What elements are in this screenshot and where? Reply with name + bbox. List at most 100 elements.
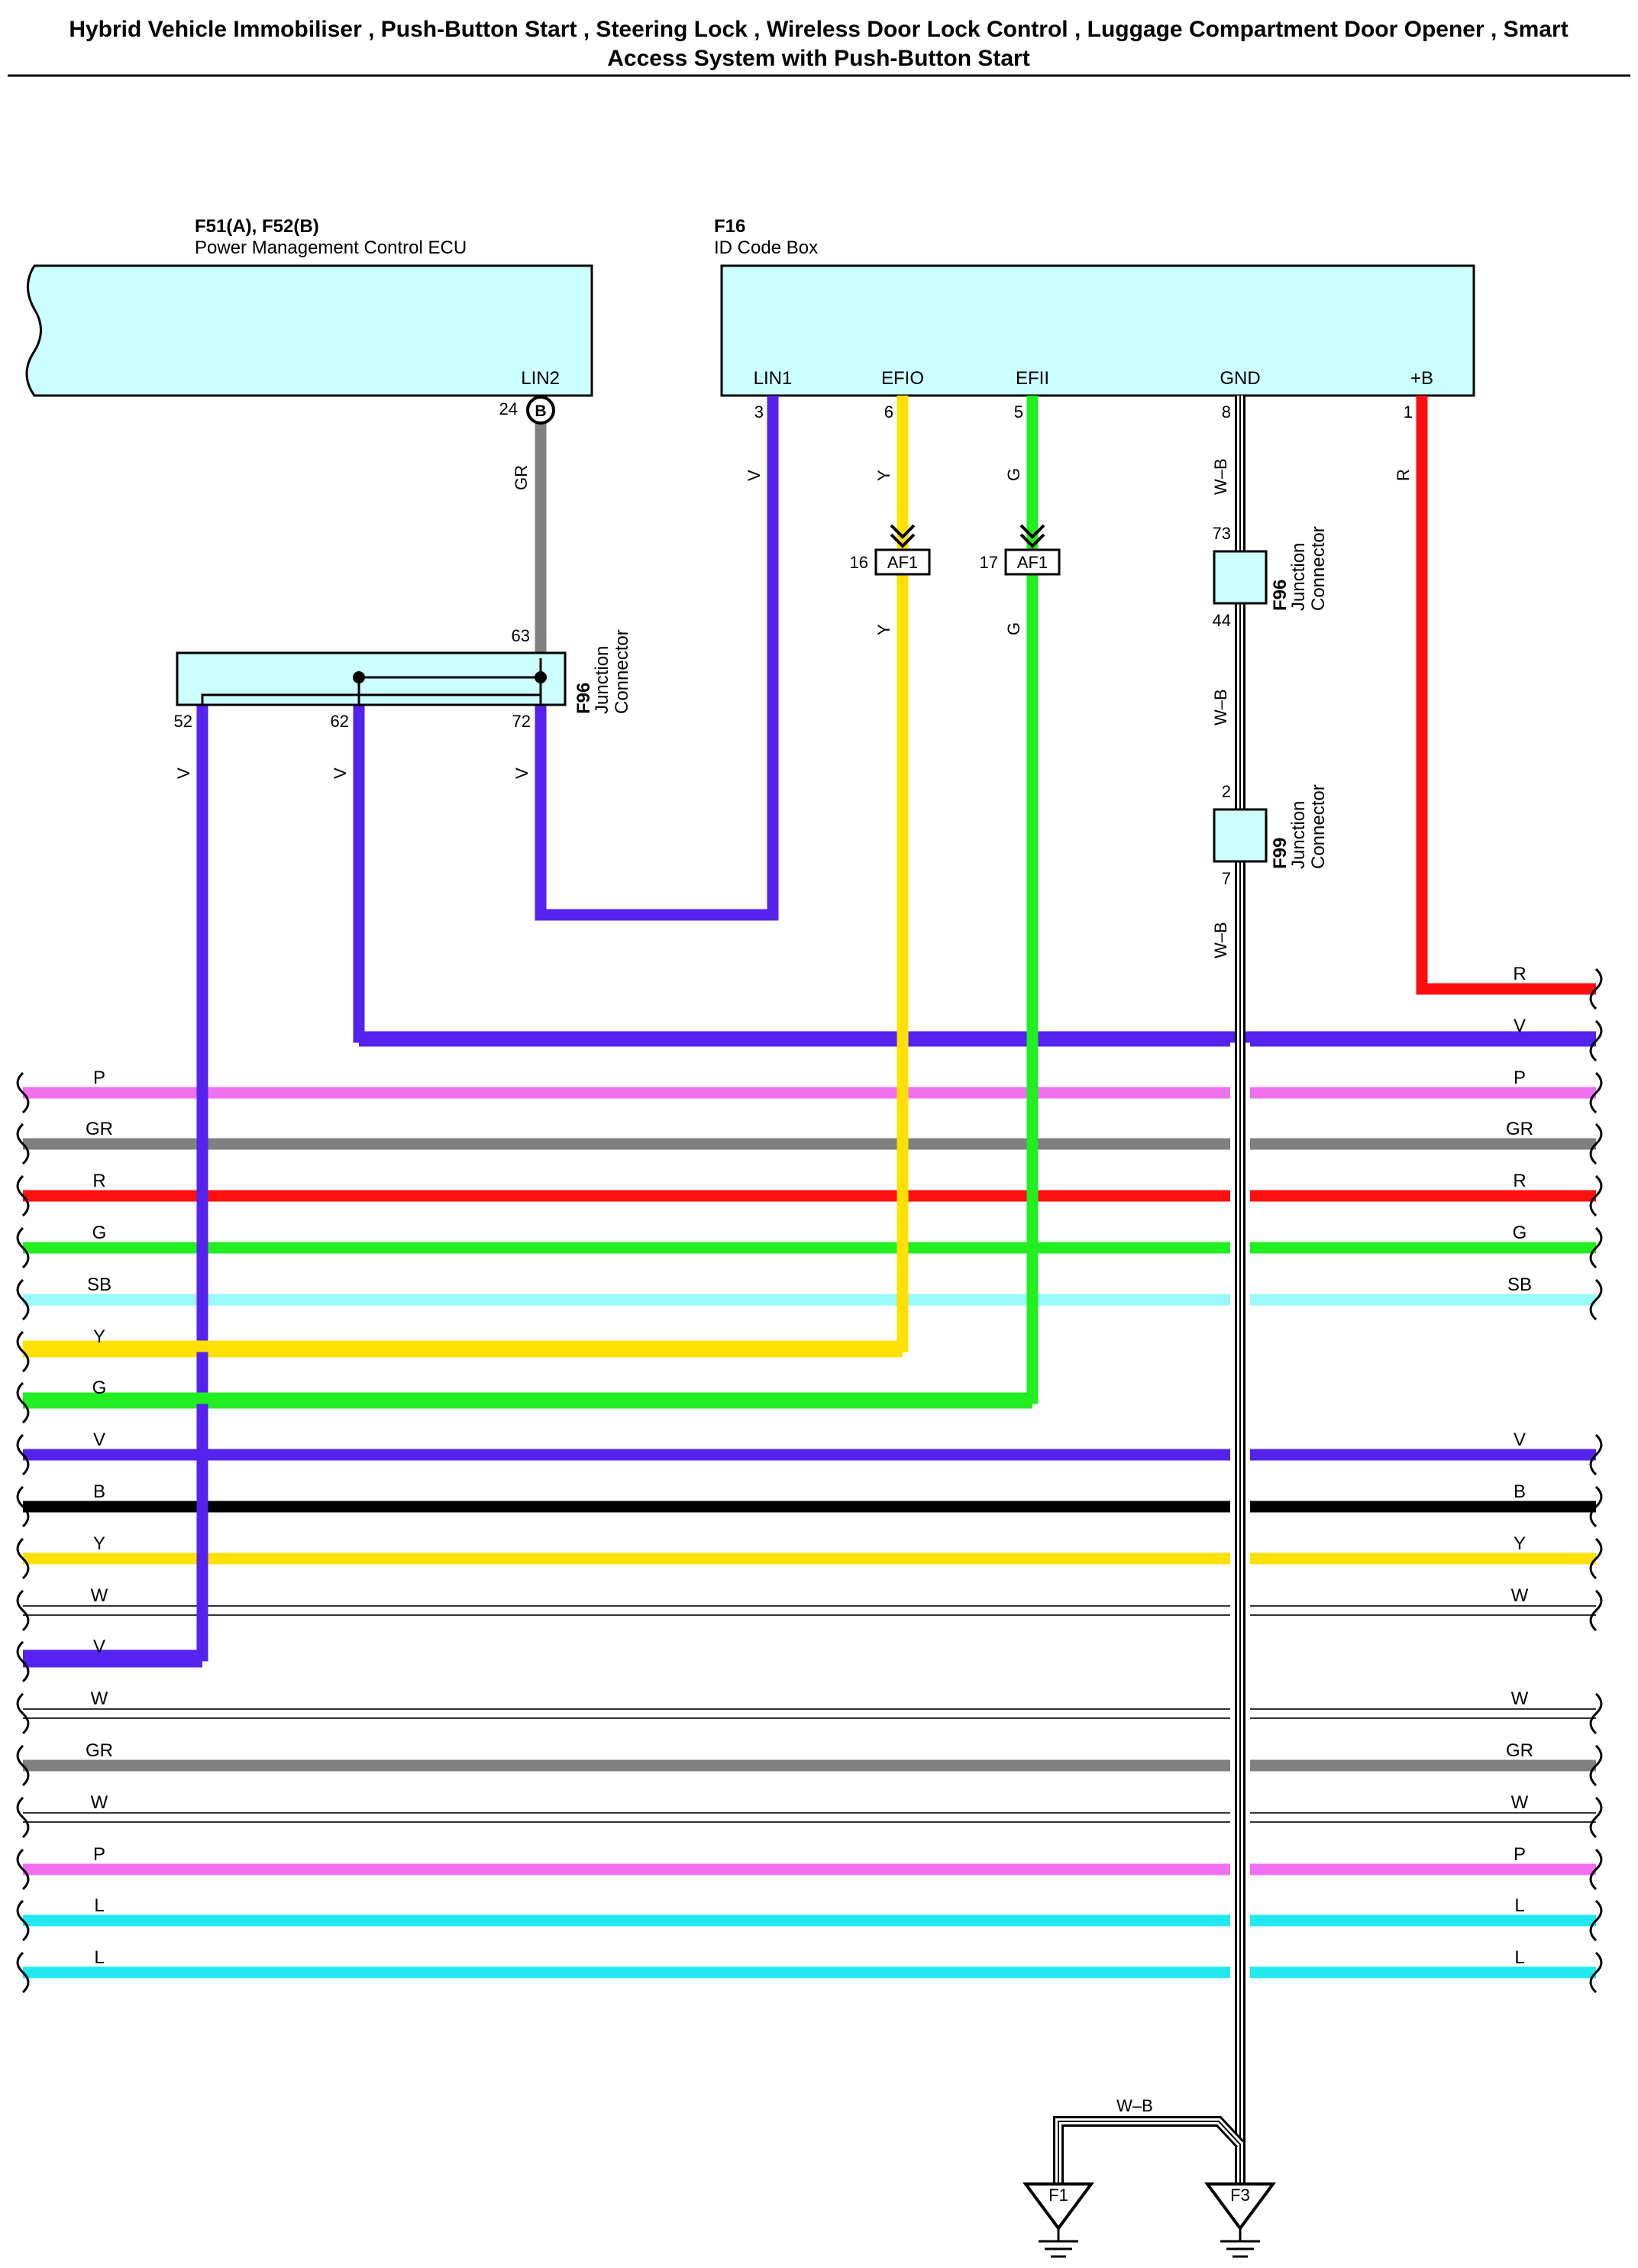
wire-lin1-v <box>535 396 779 921</box>
bus-label-right-15: GR <box>1506 1740 1533 1761</box>
break-mark-left-10 <box>16 1485 30 1528</box>
id-code-box-name: ID Code Box <box>714 237 818 258</box>
ground-f3-code: F3 <box>1230 2186 1250 2205</box>
break-mark-left-6 <box>16 1278 30 1321</box>
bus-label-left-18: L <box>94 1895 104 1916</box>
ground-f1-triangle <box>1023 2182 1094 2231</box>
terminal-plus-b: +B <box>1410 368 1433 389</box>
diagram-title-line-2: Access System with Push-Button Start <box>607 46 1029 71</box>
diagram-title-line-1: Hybrid Vehicle Immobiliser , Push-Button… <box>69 17 1568 42</box>
bus-label-left-13: V <box>93 1636 105 1657</box>
pin-3: 3 <box>754 402 764 422</box>
bus-label-right-14: W <box>1511 1688 1529 1709</box>
terminal-efii: EFII <box>1016 368 1049 389</box>
bus-label-left-16: W <box>91 1792 108 1813</box>
break-mark-left-14 <box>16 1692 30 1735</box>
wire-label-jc-62: V <box>331 767 350 779</box>
break-mark-right-10 <box>1589 1485 1603 1528</box>
break-mark-left-17 <box>16 1848 30 1891</box>
wire-label-jc-72: V <box>512 767 531 779</box>
bus-label-right-19: L <box>1514 1947 1524 1968</box>
junction-connector-f96-main: 63 52 62 72 F96 Junction Connector <box>174 626 632 731</box>
bus-label-left-6: SB <box>87 1275 111 1295</box>
bus-wire-12-1 <box>1250 1605 1596 1616</box>
wire-label-jc-52: V <box>174 767 193 779</box>
break-marks <box>16 968 1603 1994</box>
bus-label-left-4: R <box>92 1171 105 1191</box>
jc-f96-main-name-2: Connector <box>612 629 632 714</box>
bus-label-right-18: L <box>1514 1895 1524 1916</box>
terminal-gnd: GND <box>1220 368 1260 389</box>
jc-f99-pin-2: 2 <box>1222 782 1231 801</box>
id-code-box-body <box>720 264 1475 397</box>
break-mark-right-6 <box>1589 1278 1603 1321</box>
bus-wire-14-0 <box>23 1708 1230 1719</box>
break-mark-right-15 <box>1589 1744 1603 1787</box>
break-mark-left-11 <box>16 1537 30 1580</box>
break-mark-right-2 <box>1589 1071 1603 1114</box>
bus-label-left-3: GR <box>86 1119 113 1139</box>
af1-efii-pin-17: 17 <box>980 553 998 572</box>
break-mark-right-9 <box>1589 1433 1603 1476</box>
ground-f1-code: F1 <box>1048 2186 1068 2205</box>
break-mark-right-12 <box>1589 1589 1603 1632</box>
bus-label-right-2: P <box>1514 1068 1526 1088</box>
id-code-box-code: F16 <box>714 216 745 237</box>
bus-label-right-5: G <box>1513 1223 1527 1243</box>
jc-f96-gnd-name-1: Junction <box>1288 543 1309 611</box>
jc-f99-name-2: Connector <box>1308 784 1329 869</box>
pin-1: 1 <box>1404 402 1413 422</box>
wire-jc52-v <box>23 705 208 1662</box>
junction-connector-f96-main-body <box>176 651 567 706</box>
wire-label-gnd-2: W–B <box>1211 689 1230 725</box>
connector-af1-efii: AF1 17 <box>980 524 1061 576</box>
bus-label-left-2: P <box>93 1068 105 1088</box>
jc-f96-pin-44: 44 <box>1213 611 1231 630</box>
break-mark-left-3 <box>16 1123 30 1165</box>
break-mark-right-19 <box>1589 1951 1603 1994</box>
pm-ecu-pin-connector <box>526 396 555 425</box>
break-mark-left-4 <box>16 1174 30 1217</box>
bus-label-left-19: L <box>94 1947 104 1968</box>
wire-plus-b-r <box>1416 396 1596 995</box>
junction-connector-f96-gnd: 73 44 F96 Junction Connector <box>1213 524 1329 630</box>
bus-label-right-9: V <box>1514 1430 1526 1450</box>
pin-8: 8 <box>1222 402 1231 422</box>
break-mark-right-16 <box>1589 1796 1603 1839</box>
pm-ecu: F51(A), F52(B) Power Management Control … <box>25 216 593 418</box>
break-mark-right-5 <box>1589 1226 1603 1269</box>
wire-label-lin1: V <box>745 470 764 481</box>
splice-dot-2 <box>535 671 547 683</box>
af1-efii-code: AF1 <box>1017 553 1048 572</box>
bus-label-left-14: W <box>91 1688 108 1709</box>
bus-label-right-12: W <box>1511 1585 1529 1606</box>
break-mark-right-17 <box>1589 1848 1603 1891</box>
bus-label-left-8: G <box>92 1378 107 1398</box>
break-mark-left-15 <box>16 1744 30 1787</box>
wire-label-efii: G <box>1004 468 1023 481</box>
break-mark-left-18 <box>16 1899 30 1942</box>
pin-5: 5 <box>1014 402 1023 422</box>
id-code-box: F16 ID Code Box LIN1 EFIO EFII GND +B 3 … <box>714 216 1475 422</box>
wire-label-gnd-1: W–B <box>1211 458 1230 495</box>
terminal-efio: EFIO <box>881 368 924 389</box>
bus-label-right-1: V <box>1514 1016 1526 1036</box>
pm-ecu-terminal-lin2: LIN2 <box>521 368 560 389</box>
pin-6: 6 <box>884 402 893 422</box>
bus-wires <box>23 983 1596 1979</box>
pm-ecu-pin-connector-letter: B <box>535 402 546 420</box>
ground-f3-triangle <box>1204 2182 1276 2231</box>
connector-af1-efio: AF1 16 <box>850 524 931 576</box>
jc-f99-pin-7: 7 <box>1222 869 1231 888</box>
jc-f96-main-name-1: Junction <box>592 646 612 714</box>
bus-label-right-6: SB <box>1507 1275 1532 1295</box>
jc-f99-name-1: Junction <box>1288 801 1309 869</box>
jc-f99-code: F99 <box>1270 838 1291 869</box>
jc-f96-gnd-code: F96 <box>1270 580 1291 611</box>
break-mark-right-14 <box>1589 1692 1603 1735</box>
jc-f96-main-code: F96 <box>573 683 594 714</box>
break-mark-left-13 <box>16 1640 30 1683</box>
bus-label-left-15: GR <box>86 1740 113 1761</box>
